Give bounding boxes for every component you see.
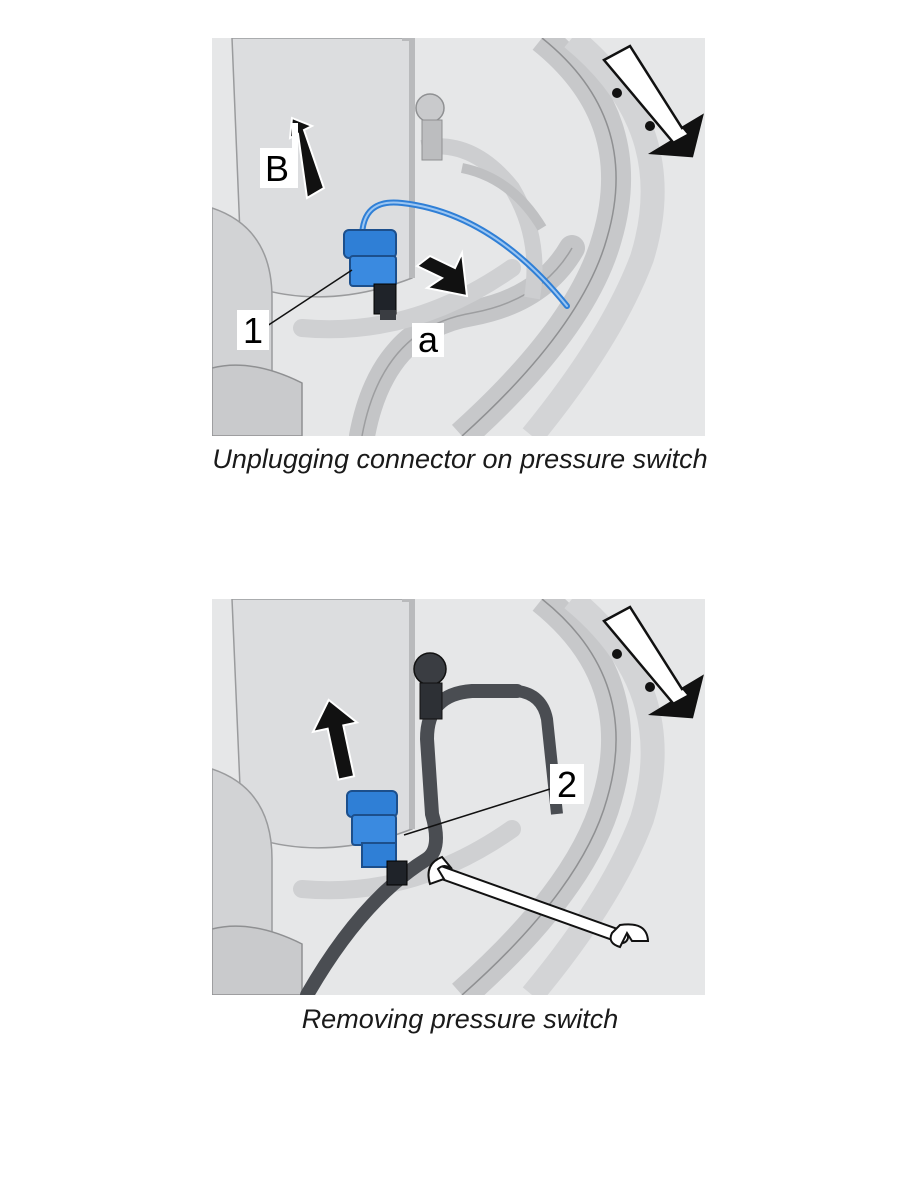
illustration-remove-switch: 2 bbox=[212, 599, 705, 995]
callout-b-label: B bbox=[265, 148, 289, 189]
callout-2-label: 2 bbox=[557, 764, 577, 805]
connector-1 bbox=[343, 229, 397, 320]
illustration-unplug-connector: B 1 a bbox=[212, 38, 705, 436]
figure-unplugging-connector: B 1 a bbox=[212, 38, 705, 436]
figure-1-caption: Unplugging connector on pressure switch bbox=[212, 444, 708, 474]
direction-indicator-icon bbox=[602, 605, 704, 719]
figure-removing-switch: 2 bbox=[212, 599, 705, 995]
figure-2-caption: Removing pressure switch bbox=[301, 1004, 619, 1034]
callout-a-label: a bbox=[418, 319, 439, 360]
direction-indicator-icon bbox=[602, 44, 704, 158]
wrench-icon bbox=[427, 855, 650, 949]
callout-1-label: 1 bbox=[243, 310, 263, 351]
direction-arrow-a-icon bbox=[415, 249, 469, 298]
pressure-switch-2 bbox=[346, 790, 408, 886]
direction-arrow-up-icon bbox=[311, 698, 360, 781]
